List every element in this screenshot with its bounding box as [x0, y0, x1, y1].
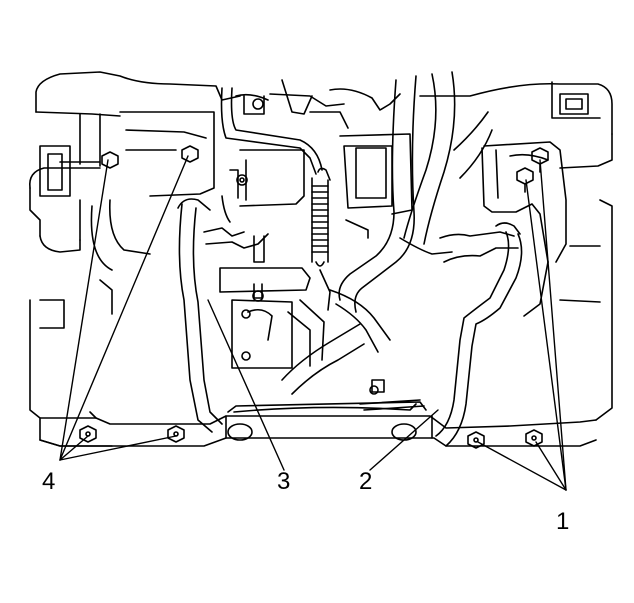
callout-2: 2: [359, 468, 373, 495]
leader-lines: [59, 155, 567, 491]
cross-member: [39, 379, 597, 447]
bolt-group: [79, 145, 543, 449]
pipe-2: [435, 222, 523, 447]
callout-3: 3: [277, 468, 291, 495]
pipe-3: [177, 198, 311, 433]
callout-1: 1: [556, 508, 570, 535]
right-bracket: [481, 141, 567, 317]
background-structure: [28, 71, 613, 447]
upper-assembly: [220, 79, 413, 239]
spring-cable: [311, 167, 331, 311]
callout-4: 4: [42, 468, 56, 495]
hose-bundle: [281, 71, 519, 395]
